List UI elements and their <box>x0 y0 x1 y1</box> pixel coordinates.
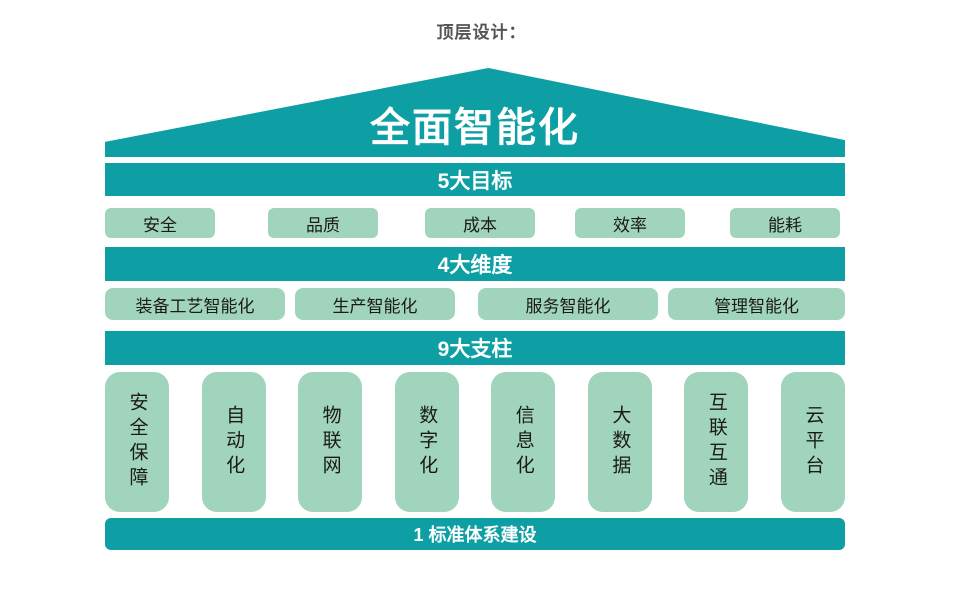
pillar-box: 大数据 <box>587 372 652 512</box>
goal-box: 成本 <box>425 208 535 238</box>
pillar-box: 云平台 <box>780 372 845 512</box>
pillar-box: 互联互通 <box>684 372 749 512</box>
pillar-label: 云平台 <box>802 404 824 480</box>
goals-row: 安全 品质 成本 效率 能耗 <box>105 208 845 238</box>
goals-bar: 5大目标 <box>105 163 845 196</box>
dimension-box: 服务智能化 <box>478 288 658 320</box>
pillar-label: 安全保障 <box>126 392 148 492</box>
pillar-box: 信息化 <box>491 372 556 512</box>
pillar-box: 数字化 <box>394 372 459 512</box>
pillar-box: 物联网 <box>298 372 363 512</box>
pillar-box: 安全保障 <box>105 372 169 512</box>
roof-label: 全面智能化 <box>370 106 580 150</box>
page-title: 顶层设计： <box>436 23 527 42</box>
dimension-box: 生产智能化 <box>295 288 455 320</box>
pillar-label: 物联网 <box>319 404 341 480</box>
pillar-label: 信息化 <box>512 404 534 480</box>
pillar-label: 自动化 <box>223 404 245 480</box>
roof-shape: 全面智能化 <box>105 68 845 157</box>
goal-box: 能耗 <box>730 208 840 238</box>
pillars-row: 安全保障 自动化 物联网 数字化 信息化 大数据 互联互通 云平台 <box>105 372 845 512</box>
dimension-box: 管理智能化 <box>668 288 845 320</box>
goal-box: 效率 <box>575 208 685 238</box>
pillar-label: 互联互通 <box>705 392 727 492</box>
dimensions-bar: 4大维度 <box>105 247 845 281</box>
pillar-box: 自动化 <box>201 372 266 512</box>
goal-box: 品质 <box>268 208 378 238</box>
pillars-bar: 9大支柱 <box>105 331 845 365</box>
dimensions-row: 装备工艺智能化 生产智能化 服务智能化 管理智能化 <box>105 288 845 320</box>
pillar-label: 数字化 <box>416 404 438 480</box>
goal-box: 安全 <box>105 208 215 238</box>
base-bar: 1 标准体系建设 <box>105 518 845 550</box>
dimension-box: 装备工艺智能化 <box>105 288 285 320</box>
pillar-label: 大数据 <box>609 404 631 480</box>
